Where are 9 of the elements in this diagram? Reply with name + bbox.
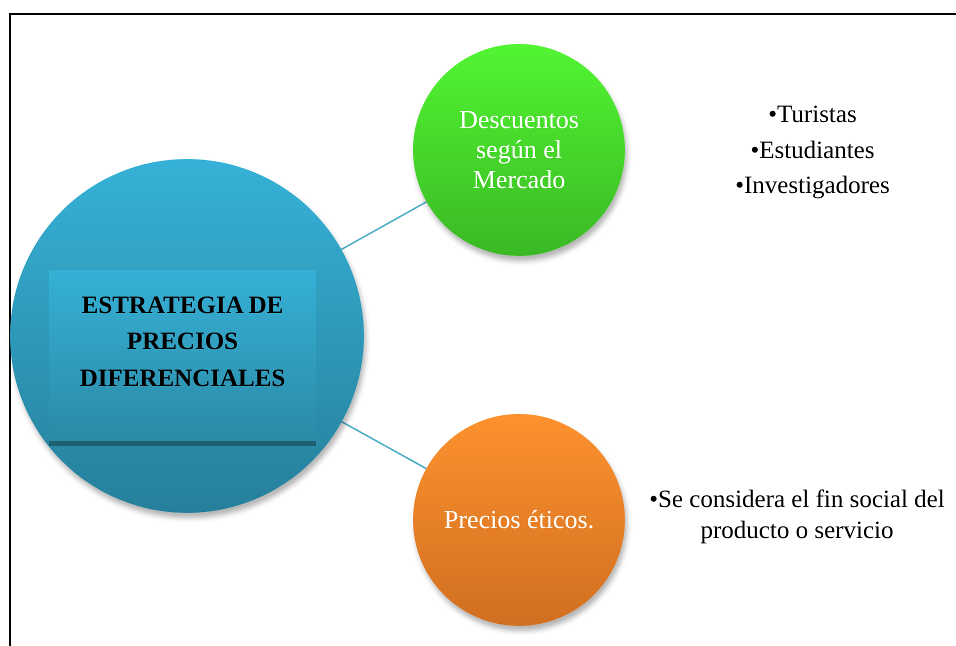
bullet-item: •Se considera el fin social del producto o servicio <box>648 485 946 546</box>
bullet-item: •Investigadores <box>734 171 891 201</box>
node-label: Precios éticos. <box>442 505 596 535</box>
bullet-item: •Turistas <box>767 100 858 130</box>
connector-line <box>341 201 427 250</box>
bullet-item: •Estudiantes <box>749 136 876 166</box>
node-title: ESTRATEGIA DE PRECIOS DIFERENCIALES <box>78 291 286 394</box>
node-label: Descuentos según el Mercado <box>458 105 580 195</box>
connector-line <box>341 421 427 470</box>
